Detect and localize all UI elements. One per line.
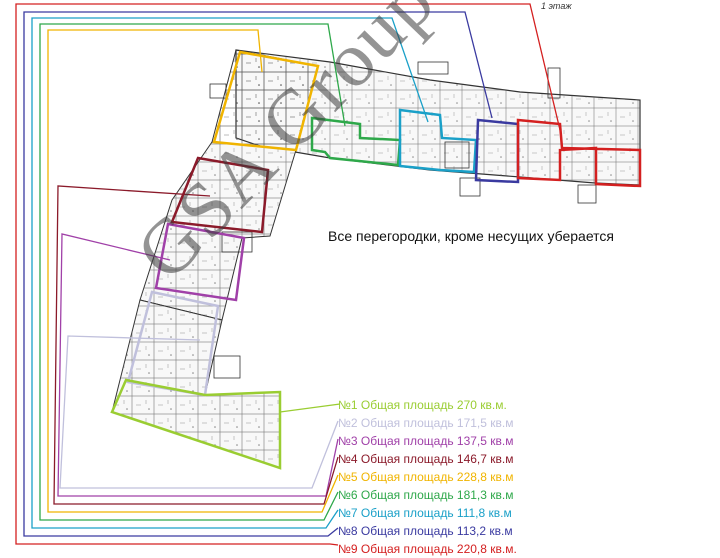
zone-3 [154,222,246,302]
zone-4 [170,156,270,234]
legend-item-4: №4 Общая площадь 146,7 кв.м [338,452,514,466]
floor-label: 1 этаж [541,1,572,11]
zone-7 [398,108,478,174]
legend-item-2: №2 Общая площадь 171,5 кв.м [338,416,514,430]
zone-1 [110,378,282,470]
zone-5 [212,50,320,152]
apartment-legend: №1 Общая площадь 270 кв.м. №2 Общая площ… [338,396,517,558]
legend-item-9: №9 Общая площадь 220,8 кв.м. [338,542,517,556]
zone-9 [516,118,642,188]
partition-note: Все перегородки, кроме несущих уберается [328,228,614,244]
apartment-zones [110,50,642,470]
legend-item-6: №6 Общая площадь 181,3 кв.м [338,488,514,502]
legend-item-7: №7 Общая площадь 111,8 кв.м [338,506,512,520]
zone-8 [474,118,520,184]
leader-lines [15,3,561,546]
legend-item-5: №5 Общая площадь 228,8 кв.м [338,470,514,484]
legend-item-1: №1 Общая площадь 270 кв.м. [338,398,507,412]
zone-6 [310,116,402,167]
legend-item-3: №3 Общая площадь 137,5 кв.м [338,434,514,448]
legend-item-8: №8 Общая площадь 113,2 кв.м [338,524,513,538]
